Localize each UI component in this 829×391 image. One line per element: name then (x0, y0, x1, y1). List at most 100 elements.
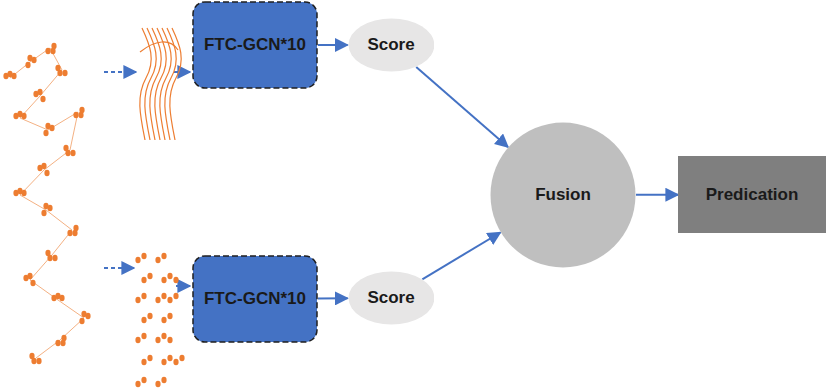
bone-line (36, 340, 60, 358)
joint-dot (141, 359, 146, 365)
joint-dot (161, 293, 166, 299)
joint-dot (155, 297, 160, 303)
joint-dot (44, 170, 49, 176)
joint-dot (161, 317, 166, 323)
joint-dot (11, 73, 16, 79)
joint-dot (37, 89, 42, 95)
joint-dot (62, 70, 67, 76)
input-arrow (174, 71, 190, 73)
bone-line (40, 70, 62, 96)
joint-dot (29, 353, 34, 359)
joint-dot (78, 112, 83, 118)
joint-dot (36, 358, 41, 364)
joint-dot (41, 163, 46, 169)
flow-arrow (318, 44, 348, 46)
joint-dot (55, 65, 60, 71)
bone-line (70, 112, 78, 150)
joint-dot (135, 337, 140, 343)
joint-dot (161, 253, 166, 259)
node-label: FTC-GCN*10 (204, 35, 306, 55)
joint-dot (27, 273, 32, 279)
joint-dot (141, 277, 146, 283)
bone-line (20, 195, 46, 210)
joint-dot (25, 62, 30, 68)
process-box: FTC-GCN*10 (192, 255, 318, 343)
joint-dot (79, 318, 84, 324)
bone-line (58, 300, 84, 318)
node-label: FTC-GCN*10 (204, 289, 306, 309)
joint-dot (55, 340, 60, 346)
node-label: Predication (706, 185, 799, 205)
flow-arrow (318, 297, 348, 299)
joint-dot (70, 150, 75, 156)
joint-dot (167, 355, 172, 361)
trajectory-curve (165, 28, 176, 140)
joint-dot (167, 297, 172, 303)
trajectory-curve (140, 28, 151, 140)
bone-line (46, 210, 72, 230)
joint-dot (72, 230, 77, 236)
bone-line (30, 255, 52, 280)
joint-dot (60, 340, 65, 346)
score-ellipse: Score (348, 271, 435, 325)
joint-dot (50, 48, 55, 54)
joint-dot (141, 293, 146, 299)
joint-dot (135, 297, 140, 303)
joint-dot (161, 359, 166, 365)
trajectory-curve (160, 28, 171, 140)
joint-dot (85, 313, 90, 319)
joint-dot (52, 255, 57, 261)
joint-dot (173, 277, 178, 283)
joint-dot (141, 333, 146, 339)
joint-dot (155, 381, 160, 387)
joint-dot (45, 250, 50, 256)
joint-dot (59, 295, 64, 301)
joint-dot (30, 280, 35, 286)
joint-dot (161, 333, 166, 339)
bone-line (20, 118, 48, 130)
joint-dot (147, 313, 152, 319)
joint-dot (179, 355, 184, 361)
flow-arrow (636, 194, 678, 196)
joint-dot (45, 48, 50, 54)
joint-dot (155, 257, 160, 263)
joint-dot (41, 210, 46, 216)
joint-dot (135, 257, 140, 263)
joint-dot (141, 253, 146, 259)
joint-dot (161, 277, 166, 283)
joint-dot (167, 273, 172, 279)
bone-line (52, 230, 72, 255)
joint-dot (147, 355, 152, 361)
process-box: FTC-GCN*10 (192, 1, 318, 89)
flow-arrow (416, 67, 508, 147)
score-ellipse: Score (348, 18, 435, 72)
joint-dot (161, 377, 166, 383)
joint-dot (40, 96, 45, 102)
joint-dot (67, 230, 72, 236)
joint-dot (155, 337, 160, 343)
joint-dot (167, 337, 172, 343)
joint-dot (73, 112, 78, 118)
node-label: Fusion (535, 185, 591, 205)
joint-dot (49, 125, 54, 131)
joint-dot (31, 57, 36, 63)
trajectory-curve (140, 42, 178, 52)
bone-line (44, 150, 70, 170)
joint-dot (47, 205, 52, 211)
joint-dot (173, 359, 178, 365)
joint-dot (21, 190, 26, 196)
input-arrow (176, 285, 190, 287)
dashed-arrow (104, 267, 134, 269)
trajectory-curve (170, 28, 181, 140)
joint-dot (147, 273, 152, 279)
joint-dot (21, 113, 26, 119)
flow-arrow (422, 233, 500, 280)
joint-dot (141, 317, 146, 323)
joint-dot (63, 145, 68, 151)
fusion-circle: Fusion (490, 122, 636, 268)
node-label: Score (367, 35, 414, 55)
joint-dot (135, 381, 140, 387)
joint-dot (173, 293, 178, 299)
trajectory-curve (155, 28, 166, 140)
